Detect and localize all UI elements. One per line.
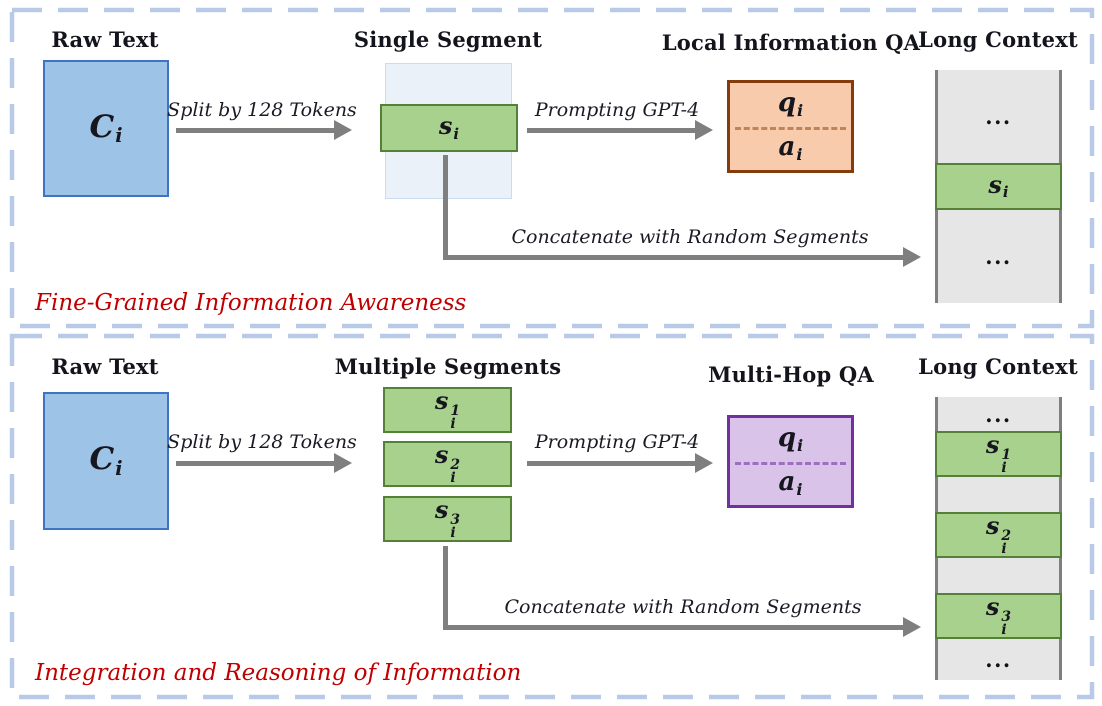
answer-half: ai <box>730 127 851 171</box>
raw-text-box: Ci <box>43 392 169 530</box>
question-half: qi <box>730 418 851 462</box>
raw-text-symbol: Ci <box>89 441 123 480</box>
concat-arrow-head <box>903 247 921 267</box>
concat-elbow-vertical <box>443 546 448 630</box>
question-half: qi <box>730 83 851 127</box>
multi-hop-qa-box: qi ai <box>727 415 854 508</box>
context-cell-gray: ... <box>938 639 1059 680</box>
qa-divider <box>735 461 846 465</box>
context-segment-symbol: si <box>988 169 1009 202</box>
context-cell-gray: ... <box>938 70 1059 163</box>
panel-2-border <box>9 333 1095 700</box>
prompting-arrow <box>527 461 695 466</box>
local-qa-label: Local Information QA <box>661 30 921 55</box>
segment-box: si <box>380 104 518 152</box>
prompting-arrow-label: Prompting GPT-4 <box>534 99 700 121</box>
single-segment-label: Single Segment <box>353 27 543 52</box>
concat-elbow-vertical <box>443 155 448 260</box>
local-qa-box: qi ai <box>727 80 854 173</box>
ellipsis: ... <box>985 104 1012 129</box>
split-arrow <box>176 128 335 133</box>
prompting-arrow-head <box>695 120 713 140</box>
answer-half: ai <box>730 462 851 506</box>
panel-1-caption: Fine-Grained Information Awareness <box>35 290 467 316</box>
raw-text-box: Ci <box>43 60 169 197</box>
question-symbol: qi <box>777 423 804 456</box>
ellipsis: ... <box>985 647 1012 672</box>
split-arrow-head <box>334 120 352 140</box>
ellipsis: ... <box>985 244 1012 269</box>
raw-text-symbol: Ci <box>89 108 123 148</box>
context-cell-gray: ... <box>938 210 1059 303</box>
concat-arrow-label: Concatenate with Random Segments <box>511 226 869 248</box>
split-arrow <box>176 461 335 466</box>
concat-elbow-horizontal <box>443 625 905 630</box>
prompting-arrow-head <box>695 453 713 473</box>
question-symbol: qi <box>777 88 804 121</box>
split-arrow-label: Split by 128 Tokens <box>167 99 357 121</box>
concat-elbow-horizontal <box>443 255 905 260</box>
concat-arrow-label: Concatenate with Random Segments <box>504 596 862 618</box>
long-context-label: Long Context <box>918 27 1078 52</box>
panel-1-border <box>9 7 1095 329</box>
multi-hop-qa-label: Multi-Hop QA <box>708 362 874 387</box>
raw-text-label: Raw Text <box>51 354 159 379</box>
raw-text-label: Raw Text <box>51 27 159 52</box>
panel-2-caption: Integration and Reasoning of Information <box>35 660 522 686</box>
qa-divider <box>735 126 846 130</box>
split-arrow-head <box>334 453 352 473</box>
context-segment: si <box>935 163 1062 210</box>
split-arrow-label: Split by 128 Tokens <box>167 431 357 453</box>
segment-symbol: si <box>438 111 460 143</box>
concat-arrow-head <box>903 617 921 637</box>
answer-symbol: ai <box>778 466 803 499</box>
prompting-arrow <box>527 128 695 133</box>
ellipsis: ... <box>985 401 1012 427</box>
answer-symbol: ai <box>778 131 803 164</box>
long-context-column: ... si ... <box>935 70 1062 303</box>
prompting-arrow-label: Prompting GPT-4 <box>534 431 700 453</box>
multiple-segments-label: Multiple Segments <box>334 354 562 379</box>
context-cell-gray: ... <box>938 397 1059 431</box>
long-context-label: Long Context <box>918 354 1078 379</box>
